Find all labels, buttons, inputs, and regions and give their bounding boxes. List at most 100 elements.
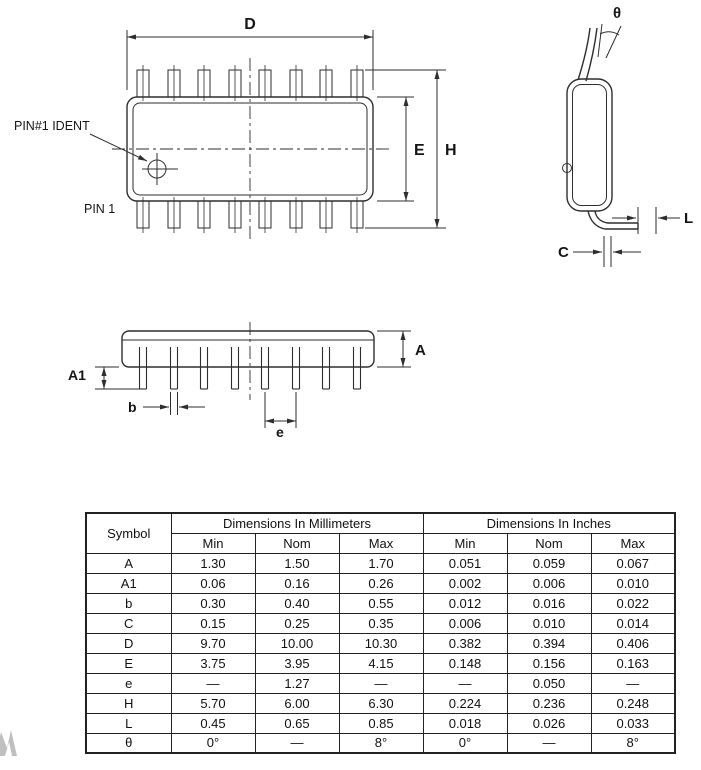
package-body-front-view (121, 330, 375, 368)
symbol-cell: A1 (85, 572, 172, 594)
value-cell: 0.06 (170, 572, 256, 594)
symbol-header: Symbol (85, 512, 172, 554)
value-cell: 3.75 (170, 652, 256, 674)
value-cell: — (506, 732, 592, 754)
value-cell: 0.15 (170, 612, 256, 634)
dimension-e-pitch (264, 392, 297, 428)
symbol-cell: A (85, 552, 172, 574)
lower-lead-profile (587, 210, 639, 230)
value-cell: 0.051 (422, 552, 508, 574)
value-cell: 1.70 (338, 552, 424, 574)
value-cell: 0° (170, 732, 256, 754)
inches-group-header: Dimensions In Inches (422, 512, 676, 534)
dimensions-table: Symbol Dimensions In Millimeters Dimensi… (85, 512, 676, 754)
dim-label-e-pitch: e (276, 424, 284, 440)
value-cell: 0.55 (338, 592, 424, 614)
symbol-cell: L (85, 712, 172, 734)
watermark-logo (0, 730, 17, 756)
value-cell: 0.40 (254, 592, 340, 614)
in-min-header: Min (422, 532, 508, 554)
dimension-a (377, 330, 411, 368)
value-cell: 1.30 (170, 552, 256, 574)
symbol-cell: C (85, 612, 172, 634)
value-cell: — (422, 672, 508, 694)
symbol-cell: D (85, 632, 172, 654)
pin1-ident-label: PIN#1 IDENT (14, 119, 90, 133)
front-view: A A1 b e (68, 322, 426, 440)
value-cell: 0.059 (506, 552, 592, 574)
value-cell: 0.35 (338, 612, 424, 634)
value-cell: 0.30 (170, 592, 256, 614)
value-cell: 0.018 (422, 712, 508, 734)
value-cell: 0.016 (506, 592, 592, 614)
dimension-a1 (95, 366, 141, 390)
value-cell: 0.16 (254, 572, 340, 594)
pin1-leader-arrow (89, 133, 148, 162)
front-view-leads (138, 347, 362, 390)
pin1-side-dimple (562, 163, 572, 173)
value-cell: 6.00 (254, 692, 340, 714)
value-cell: 0.002 (422, 572, 508, 594)
symbol-cell: e (85, 672, 172, 694)
value-cell: — (590, 672, 676, 694)
dimension-h (365, 69, 446, 229)
value-cell: 0.033 (590, 712, 676, 734)
lead-angle-lines (597, 23, 622, 59)
mm-max-header: Max (338, 532, 424, 554)
upper-lead-profile (577, 27, 598, 82)
dim-label-e: E (414, 142, 425, 159)
value-cell: 1.27 (254, 672, 340, 694)
value-cell: 0.65 (254, 712, 340, 734)
value-cell: 8° (590, 732, 676, 754)
value-cell: 0.394 (506, 632, 592, 654)
value-cell: 0.156 (506, 652, 592, 674)
value-cell: 0.85 (338, 712, 424, 734)
value-cell: 0.014 (590, 612, 676, 634)
value-cell: 0° (422, 732, 508, 754)
value-cell: 0.006 (506, 572, 592, 594)
mm-min-header: Min (170, 532, 256, 554)
value-cell: 0.224 (422, 692, 508, 714)
value-cell: 0.45 (170, 712, 256, 734)
side-view: θ (558, 5, 693, 267)
value-cell: 0.25 (254, 612, 340, 634)
value-cell: 10.30 (338, 632, 424, 654)
value-cell: 4.15 (338, 652, 424, 674)
value-cell: 0.163 (590, 652, 676, 674)
value-cell: 0.26 (338, 572, 424, 594)
package-body-side-view (562, 78, 613, 212)
value-cell: 0.148 (422, 652, 508, 674)
pin-centerlines (142, 65, 358, 233)
dimension-e-body (377, 96, 414, 202)
value-cell: 0.382 (422, 632, 508, 654)
value-cell: 0.236 (506, 692, 592, 714)
value-cell: 8° (338, 732, 424, 754)
value-cell: — (254, 732, 340, 754)
value-cell: 5.70 (170, 692, 256, 714)
dim-label-b: b (128, 399, 137, 415)
symbol-cell: b (85, 592, 172, 614)
value-cell: 0.050 (506, 672, 592, 694)
mechanical-drawing: PIN#1 IDENT PIN 1 D E H (14, 5, 693, 440)
dimension-d (126, 30, 374, 90)
mm-group-header: Dimensions In Millimeters (170, 512, 424, 534)
value-cell: 0.248 (590, 692, 676, 714)
symbol-cell: H (85, 692, 172, 714)
value-cell: — (170, 672, 256, 694)
symbol-cell: θ (85, 732, 172, 754)
value-cell: 10.00 (254, 632, 340, 654)
table-row: e—1.27——0.050— (85, 672, 676, 694)
dim-label-a1: A1 (68, 367, 86, 383)
value-cell: 6.30 (338, 692, 424, 714)
dim-label-d: D (244, 16, 256, 33)
top-view: PIN#1 IDENT PIN 1 D E H (14, 16, 457, 240)
value-cell: 0.026 (506, 712, 592, 734)
